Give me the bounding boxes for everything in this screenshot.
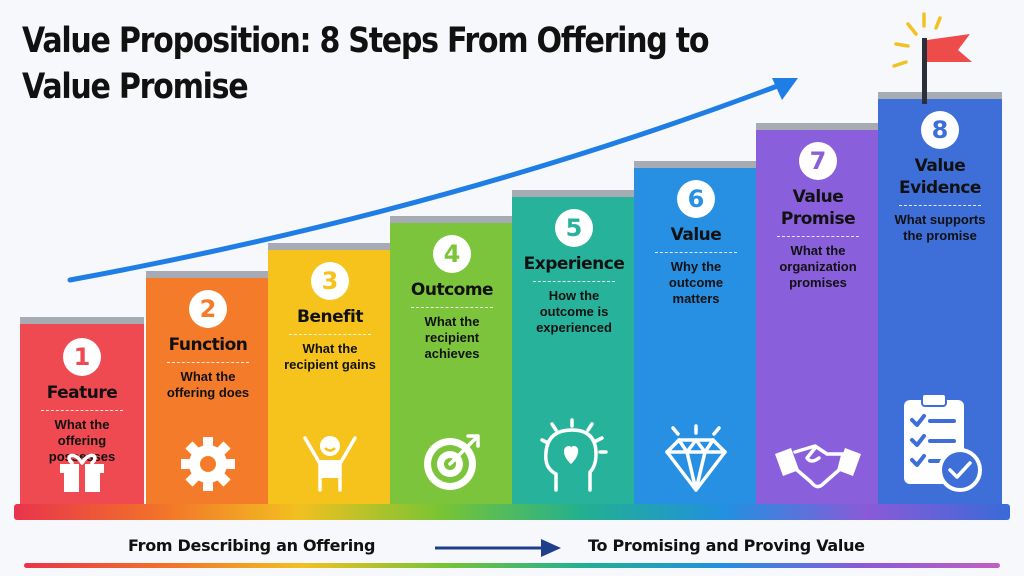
step-divider bbox=[533, 281, 615, 282]
footer-left-text: From Describing an Offering bbox=[128, 536, 376, 555]
step-number: 6 bbox=[677, 180, 715, 218]
heart-head-icon bbox=[512, 418, 636, 494]
step-description: How the outcome is experienced bbox=[536, 288, 612, 335]
step-4: 4 Outcome What the recipient achieves bbox=[390, 216, 514, 506]
step-number: 2 bbox=[189, 290, 227, 328]
step-number: 4 bbox=[433, 235, 471, 273]
step-description: What the organization promises bbox=[779, 243, 857, 290]
clipboard-check-icon bbox=[878, 390, 1002, 494]
step-number: 3 bbox=[311, 262, 349, 300]
footer-arrow-icon bbox=[435, 539, 561, 557]
step-divider bbox=[655, 252, 737, 253]
step-label: Value Promise bbox=[780, 187, 856, 229]
step-cap bbox=[512, 190, 636, 197]
step-description: Why the outcome matters bbox=[668, 259, 724, 306]
step-5: 5 Experience How the outcome is experien… bbox=[512, 190, 636, 506]
step-label: Benefit bbox=[297, 307, 363, 327]
step-label: Function bbox=[168, 335, 248, 355]
step-cap bbox=[756, 123, 880, 130]
step-description: What the offering does bbox=[166, 369, 250, 400]
step-label: Value Evidence bbox=[899, 156, 981, 198]
step-divider bbox=[411, 307, 493, 308]
step-label: Outcome bbox=[410, 280, 494, 300]
step-label: Value bbox=[670, 225, 722, 245]
target-icon bbox=[390, 430, 514, 494]
step-divider bbox=[167, 362, 249, 363]
step-cap bbox=[878, 92, 1002, 99]
step-2: 2 Function What the offering does bbox=[146, 271, 270, 506]
happy-person-icon bbox=[268, 432, 392, 494]
handshake-icon bbox=[756, 434, 880, 494]
page-title: Value Proposition: 8 Steps From Offering… bbox=[22, 21, 710, 107]
step-number: 1 bbox=[63, 338, 101, 376]
step-number: 5 bbox=[555, 209, 593, 247]
spectrum-line bbox=[24, 563, 1000, 568]
step-description: What the offering possesses bbox=[48, 417, 116, 464]
step-1: 1 Feature What the offering possesses bbox=[20, 317, 144, 506]
step-label: Feature bbox=[46, 383, 118, 403]
step-8: 8 Value Evidence What supports the promi… bbox=[878, 92, 1002, 506]
step-3: 3 Benefit What the recipient gains bbox=[268, 243, 392, 506]
step-label: Experience bbox=[523, 254, 625, 274]
footer-right-text: To Promising and Proving Value bbox=[588, 536, 865, 555]
step-cap bbox=[146, 271, 270, 278]
gear-icon bbox=[146, 434, 270, 494]
step-6: 6 Value Why the outcome matters bbox=[634, 161, 758, 506]
diamond-icon bbox=[634, 424, 758, 494]
step-cap bbox=[390, 216, 514, 223]
step-divider bbox=[41, 410, 123, 411]
step-cap bbox=[634, 161, 758, 168]
step-divider bbox=[289, 334, 371, 335]
step-number: 8 bbox=[921, 111, 959, 149]
step-description: What the recipient gains bbox=[284, 341, 376, 372]
step-description: What the recipient achieves bbox=[424, 314, 480, 361]
step-cap bbox=[20, 317, 144, 324]
step-7: 7 Value Promise What the organization pr… bbox=[756, 123, 880, 506]
gift-icon bbox=[20, 448, 144, 494]
step-number: 7 bbox=[799, 142, 837, 180]
step-description: What supports the promise bbox=[894, 212, 986, 243]
step-divider bbox=[899, 205, 981, 206]
flag-icon bbox=[892, 12, 972, 104]
step-cap bbox=[268, 243, 392, 250]
step-divider bbox=[777, 236, 859, 237]
base-bar bbox=[14, 504, 1010, 520]
